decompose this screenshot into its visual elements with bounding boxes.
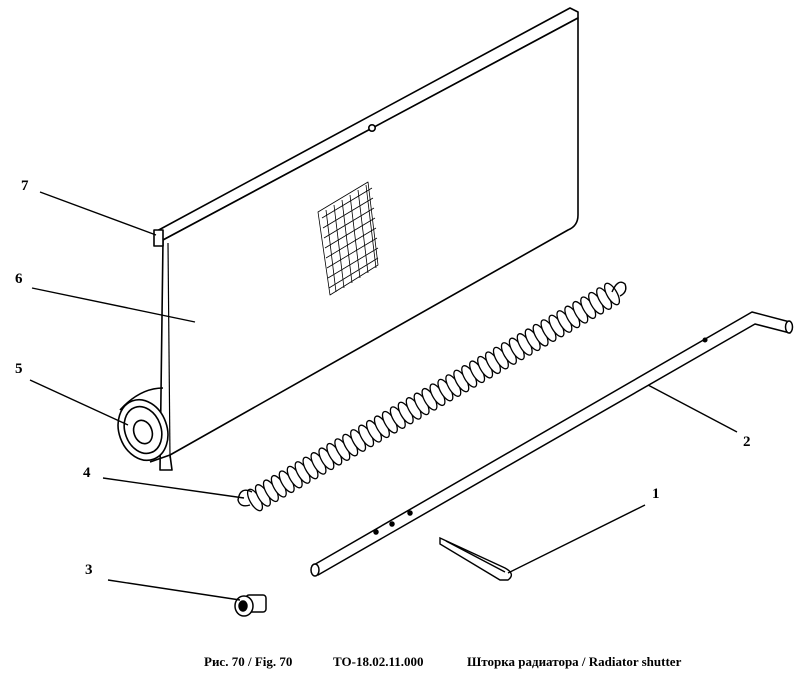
rod-hole [702, 337, 708, 343]
rod-hole [389, 521, 395, 527]
part-6-shutter-curtain [153, 7, 579, 471]
leader-3 [107, 579, 241, 601]
rod-hole [407, 510, 413, 516]
curtain-mesh-patch [317, 181, 379, 296]
callout-7: 7 [21, 178, 29, 194]
rod-end-left [310, 563, 320, 577]
leader-5 [29, 379, 129, 426]
leader-4 [102, 477, 245, 499]
rod-end-right [784, 320, 794, 334]
callout-1: 1 [652, 486, 660, 502]
bushing-bore [238, 600, 248, 612]
leader-1 [507, 504, 646, 574]
curtain-hole [367, 124, 376, 133]
part-7-clip [153, 229, 164, 247]
part-2-rod [310, 311, 794, 577]
callout-3: 3 [85, 562, 93, 578]
callout-6: 6 [15, 271, 23, 287]
leader-lines [29, 191, 738, 601]
callout-2: 2 [743, 434, 751, 450]
roller-bore [132, 419, 154, 445]
curtain-face [159, 17, 579, 471]
rod-hole [373, 529, 379, 535]
caption-title: Шторка радиатора / Radiator shutter [467, 654, 682, 669]
callout-4: 4 [83, 465, 91, 481]
figure-caption: Рис. 70 / Fig. 70 ТО-18.02.11.000 Шторка… [0, 652, 800, 672]
radiator-shutter-drawing: 1 2 3 4 5 6 7 [15, 7, 794, 617]
rod-body [311, 311, 791, 576]
part-4-spring [246, 282, 621, 512]
spring-hook-right [611, 281, 627, 297]
part-5-roller [117, 387, 171, 463]
leader-7 [39, 191, 157, 236]
spring-hooks [237, 281, 627, 507]
curtain-left-seam [167, 242, 171, 459]
caption-figure-number: Рис. 70 / Fig. 70 [204, 654, 293, 669]
cotter-pin-body [439, 536, 513, 581]
caption-drawing-code: ТО-18.02.11.000 [333, 654, 424, 669]
callout-5: 5 [15, 361, 23, 377]
part-3-bushing [234, 594, 267, 617]
leader-6 [31, 287, 196, 323]
leader-2 [647, 384, 738, 433]
spring-coil [603, 282, 621, 306]
part-1-cotter-pin [439, 536, 513, 581]
spring-hook-left [237, 489, 253, 507]
